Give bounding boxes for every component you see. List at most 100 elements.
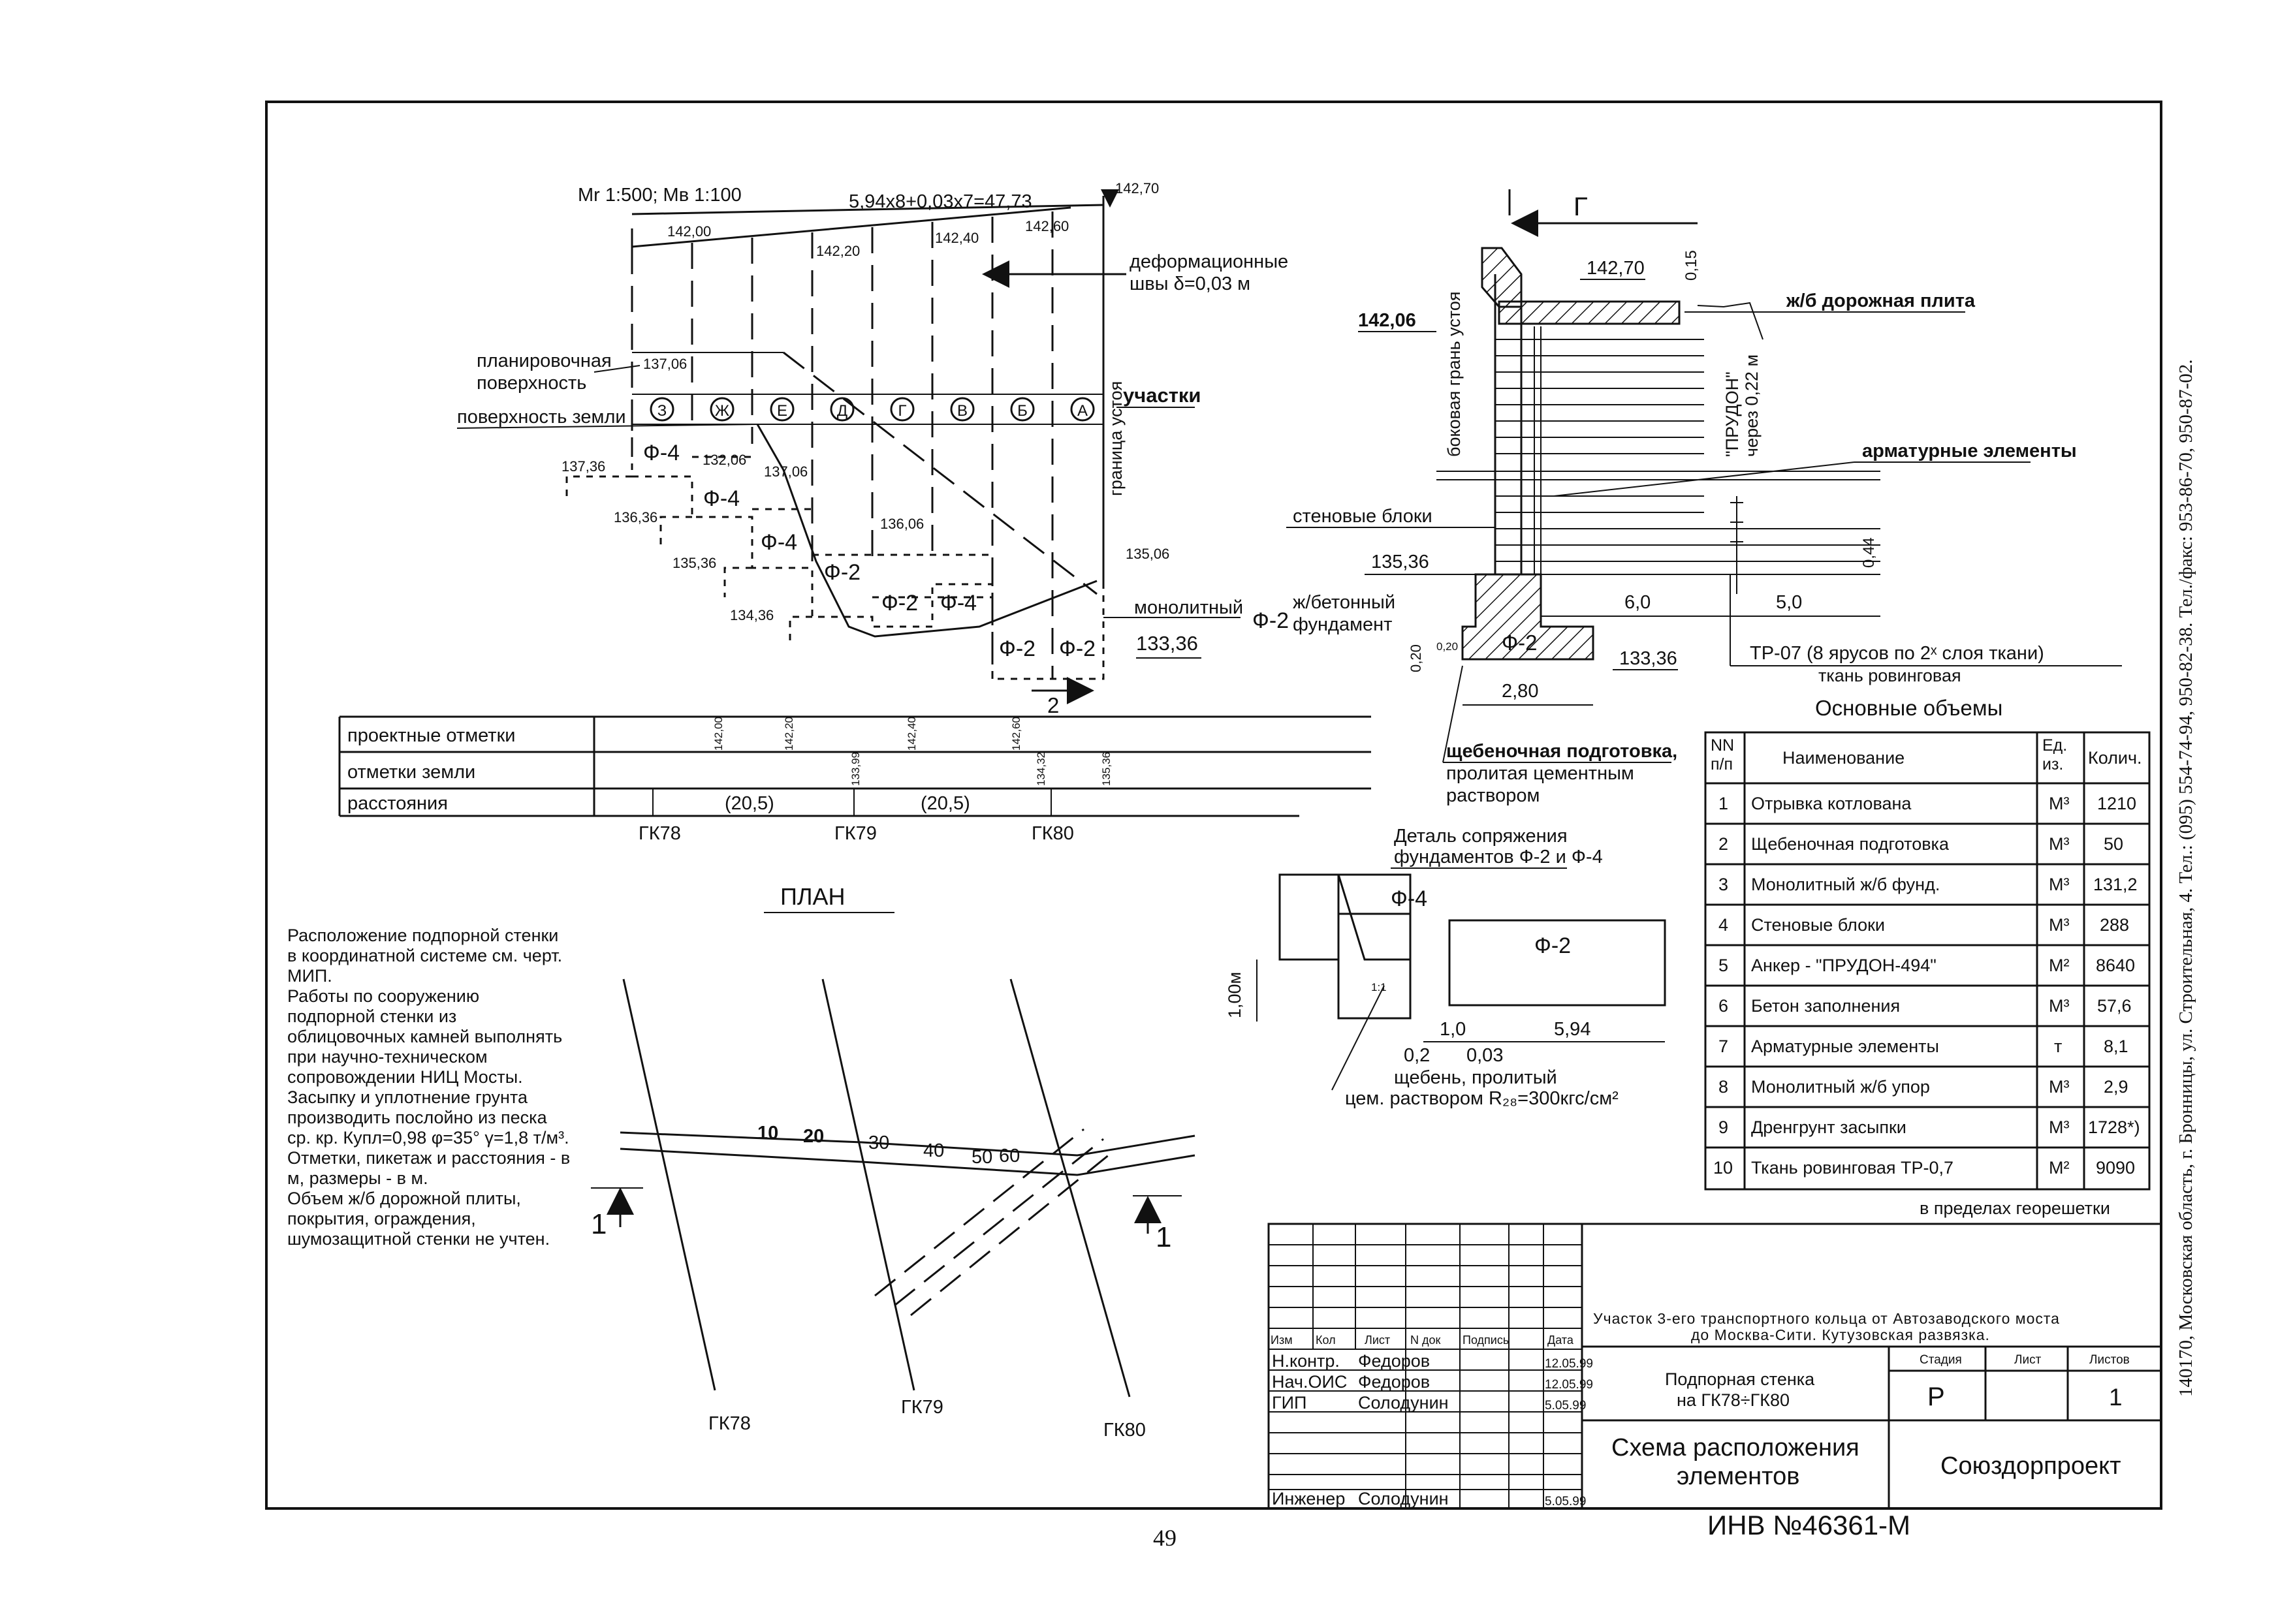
gravel-label-2: пролитая цементным [1446, 763, 1634, 784]
tp-label: ТР-07 (8 ярусов по 2ˣ слоя ткани) [1750, 643, 2044, 664]
note-line: облицовочных камней выполнять [287, 1027, 563, 1046]
volumes-cell-num: 2 [1718, 834, 1729, 854]
dim-6-0: 6,0 [1624, 592, 1651, 613]
monolith-label: монолитный [1134, 597, 1243, 618]
note-line: Засыпку и уплотнение грунта [287, 1087, 528, 1107]
volumes-cell-num: 1 [1718, 794, 1729, 813]
note-line: Работы по сооружению [287, 986, 480, 1006]
elev-132-06: 132,06 [703, 452, 746, 468]
plan-station-10: 10 [757, 1123, 778, 1144]
note-line: при научно-техническом [287, 1047, 488, 1067]
note-line: в координатной системе см. черт. [287, 946, 563, 965]
volumes-cell-unit: М³ [2049, 875, 2070, 894]
section-elev-133-36: 133,36 [1619, 648, 1677, 669]
elev-135-06: 135,06 [1126, 546, 1169, 562]
ground-mark-3: 135,36 [1100, 752, 1113, 786]
profile-picket-2: ГК79 [834, 823, 877, 844]
section-z: З [657, 402, 667, 420]
profile-row-distance: расстояния [347, 793, 448, 814]
note-line: МИП. [287, 966, 332, 986]
detail-note-2: цем. раствором R₂₈=300кгс/см² [1345, 1088, 1619, 1109]
volumes-cell-unit: М³ [2049, 915, 2070, 935]
reinforcement-layers [1436, 339, 1880, 575]
planning-label-1: планировочная [477, 351, 612, 371]
tb-sheet-header: Лист [2014, 1353, 2042, 1367]
volumes-cell-unit: М³ [2049, 996, 2070, 1016]
section-a: А [1077, 402, 1088, 420]
volumes-cell-num: 10 [1713, 1158, 1733, 1178]
volumes-cell-name: Ткань ровинговая ТР-0,7 [1751, 1158, 1954, 1178]
wall-blocks-label: стеновые блоки [1293, 506, 1432, 527]
tb-col-kol: Кол [1316, 1334, 1336, 1347]
prudon-label-1: "ПРУДОН" [1722, 371, 1742, 457]
tb-sheets-value: 1 [2109, 1384, 2123, 1411]
distance-1: (20,5) [725, 793, 774, 814]
plan-station-30: 30 [868, 1132, 889, 1153]
top-elev: 142,70 [1115, 180, 1159, 196]
tb-date: 12.05.99 [1545, 1378, 1593, 1392]
sheet-frame [265, 101, 2162, 1510]
volumes-header-qty: Колич. [2088, 748, 2142, 768]
ground-label: поверхность земли [457, 407, 626, 428]
elevation-view: Mr 1:500; Мв 1:100 5,94x8+0,03x7=47,73 1… [456, 180, 1289, 717]
section-foundation-label-2: фундамент [1293, 614, 1392, 635]
dim-020a: 0,20 [1408, 644, 1424, 672]
tb-sheet-title-1: Схема расположения [1611, 1434, 1859, 1461]
section-elev-135-36: 135,36 [1371, 552, 1429, 572]
dim-020b: 0,20 [1436, 640, 1458, 653]
side-face-label: боковая грань устоя [1444, 291, 1464, 457]
section-v: В [957, 402, 968, 420]
volumes-cell-unit: М³ [2049, 1117, 2070, 1137]
profile-picket-1: ГК78 [639, 823, 681, 844]
volumes-cell-qty: 50 [2104, 834, 2124, 854]
tb-role: Н.контр. [1272, 1351, 1340, 1371]
tb-person: Федоров [1358, 1372, 1431, 1392]
profile-row-design: проектные отметки [347, 725, 515, 746]
volumes-cell-name: Бетон заполнения [1751, 996, 1901, 1016]
detail-dim-1-00: 1,00м [1225, 972, 1244, 1018]
ground-mark-2: 134,32 [1035, 752, 1047, 786]
volumes-cell-num: 4 [1718, 915, 1729, 935]
dim-5-0: 5,0 [1776, 592, 1802, 613]
tb-stage-value: Р [1927, 1382, 1945, 1411]
foundation-3: Ф-4 [761, 530, 797, 555]
detail-slope: 1:1 [1371, 981, 1387, 993]
dim-2-80: 2,80 [1502, 681, 1538, 702]
section-b: Б [1017, 402, 1028, 420]
section-g: Г [898, 402, 907, 420]
detail-dim-5-94: 5,94 [1554, 1019, 1590, 1040]
volumes-footnote: в пределах георешетки [1920, 1198, 2110, 1218]
plan-view: ПЛАН 10 20 30 40 50 60 ГК78 ГК79 ГК80 1 … [591, 883, 1195, 1441]
foundation-7: Ф-2 [999, 636, 1036, 661]
slab-label: ж/б дорожная плита [1786, 290, 1976, 311]
tb-col-list: Лист [1365, 1334, 1391, 1347]
volumes-cell-name: Стеновые блоки [1751, 915, 1885, 935]
elev-142-00: 142,00 [667, 223, 711, 240]
volumes-cell-unit: М² [2049, 956, 2070, 975]
volumes-cell-name: Отрывка котлована [1751, 794, 1912, 813]
volumes-cell-num: 9 [1718, 1117, 1729, 1137]
tb-sheets-header: Листов [2089, 1353, 2130, 1367]
tb-project-1: Участок 3-его транспортного кольца от Ав… [1593, 1310, 2060, 1327]
plan-cut-right: 1 [1156, 1221, 1171, 1253]
note-line: производить послойно из песка [287, 1108, 547, 1127]
detail-f4: Ф-4 [1391, 886, 1427, 911]
volumes-header-nn: NN п/п [1711, 736, 1735, 773]
planning-label-2: поверхность [477, 373, 586, 394]
elev-142-60: 142,60 [1025, 218, 1069, 234]
design-mark-3: 142,40 [906, 717, 918, 751]
profile-picket-3: ГК80 [1032, 823, 1074, 844]
volumes-cell-num: 8 [1718, 1077, 1729, 1097]
fabric-label: ткань ровинговая [1818, 666, 1961, 685]
note-line: ср. кр. Купл=0,98 φ=35° γ=1,8 т/м³. [287, 1128, 569, 1148]
elev-142-20: 142,20 [816, 243, 860, 259]
plan-station-50: 50 [972, 1147, 992, 1168]
tb-object-2: на ГК78÷ГК80 [1677, 1390, 1790, 1410]
profile-row-ground: отметки земли [347, 762, 475, 783]
section-d: Д [837, 402, 847, 420]
note-line: Объем ж/б дорожной плиты, [287, 1189, 521, 1208]
side-address: 140170, Московская область, г. Бронницы,… [2175, 359, 2196, 1398]
gravel-label-3: раствором [1446, 785, 1540, 806]
section-zh: Ж [715, 402, 729, 420]
tb-date: 5.05.99 [1545, 1495, 1587, 1508]
